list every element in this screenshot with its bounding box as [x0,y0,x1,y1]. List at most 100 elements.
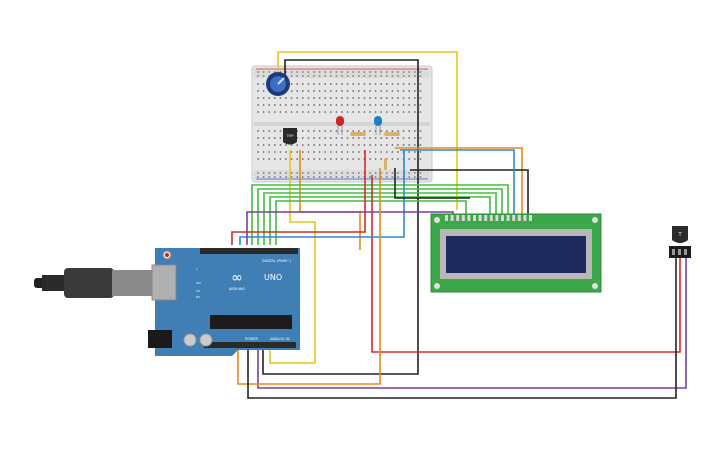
breadboard-hole [408,130,411,132]
breadboard-hole [346,137,349,139]
breadboard-hole [262,90,265,92]
breadboard-hole [273,97,276,99]
breadboard-hole [257,144,259,146]
breadboard-hole [296,111,299,113]
breadboard-hole [374,172,377,174]
breadboard-hole [369,97,371,99]
breadboard-hole [408,172,411,174]
breadboard-hole [385,90,388,92]
breadboard-hole [397,144,399,146]
breadboard-hole [318,144,321,146]
breadboard-hole [413,176,416,178]
breadboard-hole [402,90,405,92]
breadboard-hole [318,71,321,73]
breadboard-hole [363,130,366,132]
breadboard-hole [307,90,310,92]
breadboard-hole [369,151,371,153]
breadboard-hole [363,137,366,139]
breadboard-hole [341,144,343,146]
breadboard-hole [413,111,416,113]
potentiometer[interactable] [266,72,290,96]
breadboard-hole [335,97,338,99]
lcd-pin [495,215,499,221]
breadboard-hole [285,172,287,174]
breadboard-hole [419,83,422,85]
breadboard-hole [307,144,310,146]
breadboard-hole [391,130,394,132]
breadboard-hole [268,158,271,160]
breadboard-hole [369,176,371,178]
breadboard-hole [346,83,349,85]
breadboard-hole [307,97,310,99]
wire-blue-right [400,149,515,215]
breadboard-hole [257,158,259,160]
breadboard-hole [402,104,405,106]
breadboard-hole [307,130,310,132]
breadboard-hole [385,83,388,85]
temperature-sensor: TMP [283,128,297,145]
breadboard-hole [385,104,388,106]
breadboard-hole [273,151,276,153]
breadboard-hole [262,71,265,73]
breadboard-hole [329,111,332,113]
breadboard-hole [313,71,315,73]
wire-yellow-left [269,150,316,364]
breadboard-hole [262,137,265,139]
breadboard-hole [402,71,405,73]
breadboard-hole [257,111,259,113]
breadboard-hole [307,111,310,113]
breadboard-hole [357,137,360,139]
breadboard-hole [419,137,422,139]
breadboard-hole [346,104,349,106]
breadboard-hole [413,83,416,85]
wire-orange-right [395,147,523,215]
breadboard-hole [290,90,293,92]
breadboard-hole [402,130,405,132]
breadboard-hole [318,104,321,106]
breadboard-hole [273,111,276,113]
breadboard-hole [290,104,293,106]
breadboard-hole [369,130,371,132]
breadboard-hole [318,75,321,77]
breadboard-hole [329,130,332,132]
breadboard-hole [352,90,355,92]
breadboard-hole [301,83,304,85]
breadboard-hole [357,97,360,99]
breadboard-hole [257,137,259,139]
breadboard-hole [374,90,377,92]
breadboard-hole [391,172,394,174]
breadboard-hole [262,75,265,77]
breadboard-hole [369,90,371,92]
breadboard-hole [419,71,422,73]
breadboard-hole [346,71,349,73]
breadboard-hole [397,172,399,174]
breadboard-hole [301,104,304,106]
breadboard-hole [369,137,371,139]
breadboard-hole [285,97,287,99]
breadboard-hole [262,83,265,85]
wire-black-lcd [410,169,529,215]
breadboard-hole [329,137,332,139]
breadboard-hole [380,144,383,146]
breadboard-hole [268,144,271,146]
breadboard-hole [279,111,282,113]
breadboard-hole [346,151,349,153]
breadboard-hole [369,158,371,160]
breadboard-hole [335,130,338,132]
breadboard-hole [357,75,360,77]
breadboard-hole [335,151,338,153]
breadboard-hole [273,104,276,106]
breadboard-hole [408,90,411,92]
breadboard-hole [385,111,388,113]
breadboard-hole [419,176,422,178]
breadboard-hole [296,90,299,92]
breadboard-hole [313,130,315,132]
breadboard-hole [290,172,293,174]
breadboard-hole [357,111,360,113]
pir-sensor: T [669,226,691,258]
breadboard-hole [346,130,349,132]
breadboard-hole [413,104,416,106]
breadboard-hole [335,83,338,85]
breadboard-hole [279,104,282,106]
